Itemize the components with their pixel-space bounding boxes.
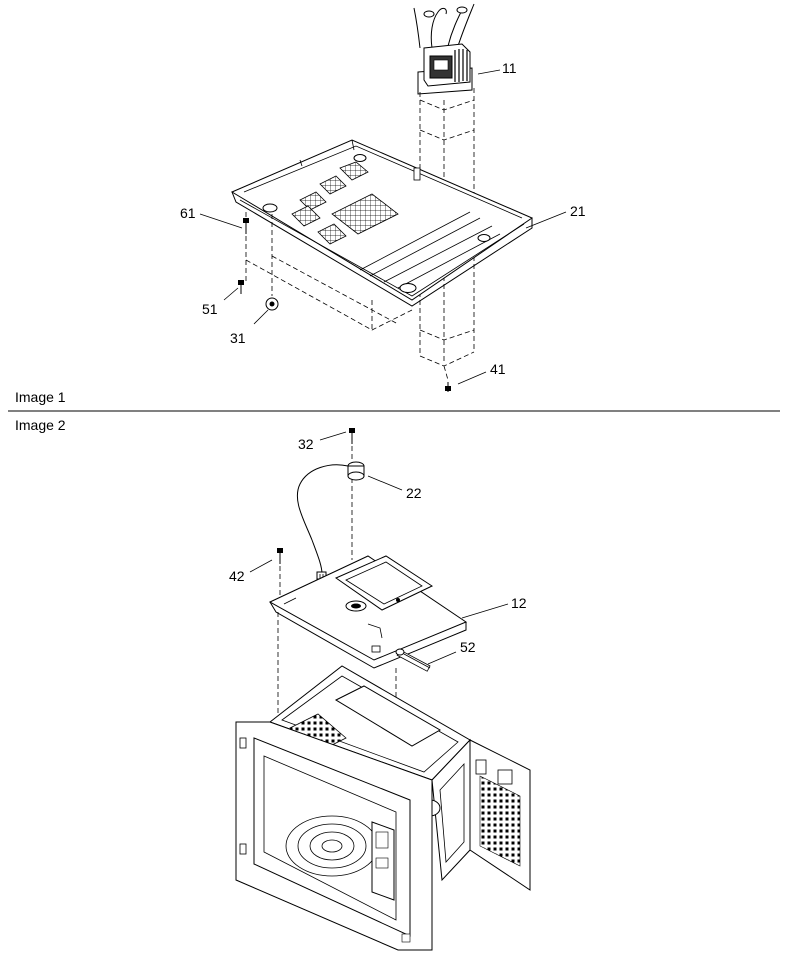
- callout-21: 21: [570, 203, 586, 219]
- leader-lines-image1: [199, 69, 567, 385]
- fasteners-image1: [238, 218, 451, 392]
- callout-51: 51: [202, 301, 218, 317]
- callout-31: 31: [230, 330, 246, 346]
- callout-11: 11: [502, 60, 517, 76]
- cabinet-housing: [235, 665, 531, 951]
- callout-22: 22: [406, 485, 422, 501]
- callout-32: 32: [298, 436, 314, 452]
- base-plate-part: [230, 139, 534, 307]
- bracket-plate-part: [268, 555, 468, 669]
- screw-42: [277, 548, 283, 596]
- callout-41: 41: [490, 361, 506, 377]
- callout-52: 52: [460, 639, 476, 655]
- callout-61: 61: [180, 205, 196, 221]
- transformer-part: [417, 43, 473, 95]
- rod-52: [395, 648, 431, 672]
- callout-12: 12: [511, 595, 527, 611]
- image2-diagram: 12 22 32 42 52: [229, 428, 531, 951]
- transformer-wires: [413, 3, 475, 49]
- image2-caption: Image 2: [15, 417, 66, 433]
- image1-caption: Image 1: [15, 389, 66, 405]
- callout-42: 42: [229, 568, 245, 584]
- image1-diagram: 11 21 31 41 51 61: [180, 3, 586, 392]
- sensor-and-screw: [296, 428, 365, 580]
- leader-lines-image2: [249, 431, 509, 665]
